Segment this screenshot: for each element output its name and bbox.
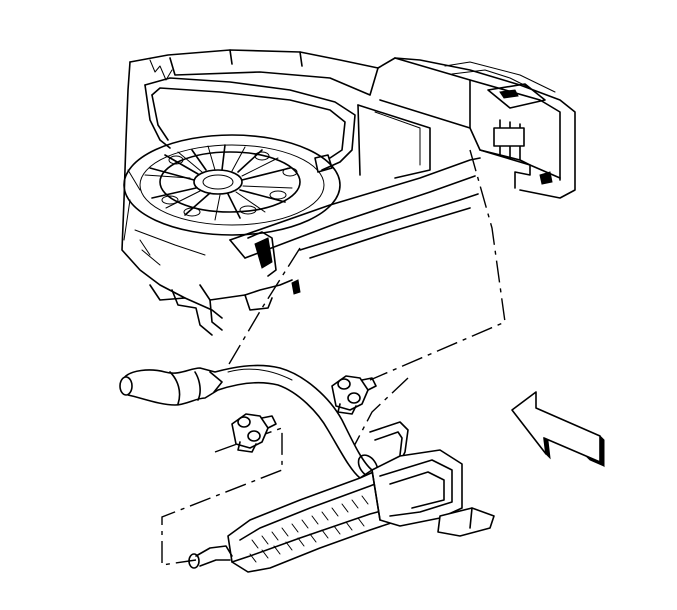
insulator-icon xyxy=(231,375,377,453)
arrow-icon xyxy=(511,391,605,468)
alignment-centerlines xyxy=(161,149,506,566)
spare-tire-well-icon xyxy=(123,77,356,256)
underbody-icon xyxy=(121,49,576,336)
muffler-icon xyxy=(188,421,495,573)
